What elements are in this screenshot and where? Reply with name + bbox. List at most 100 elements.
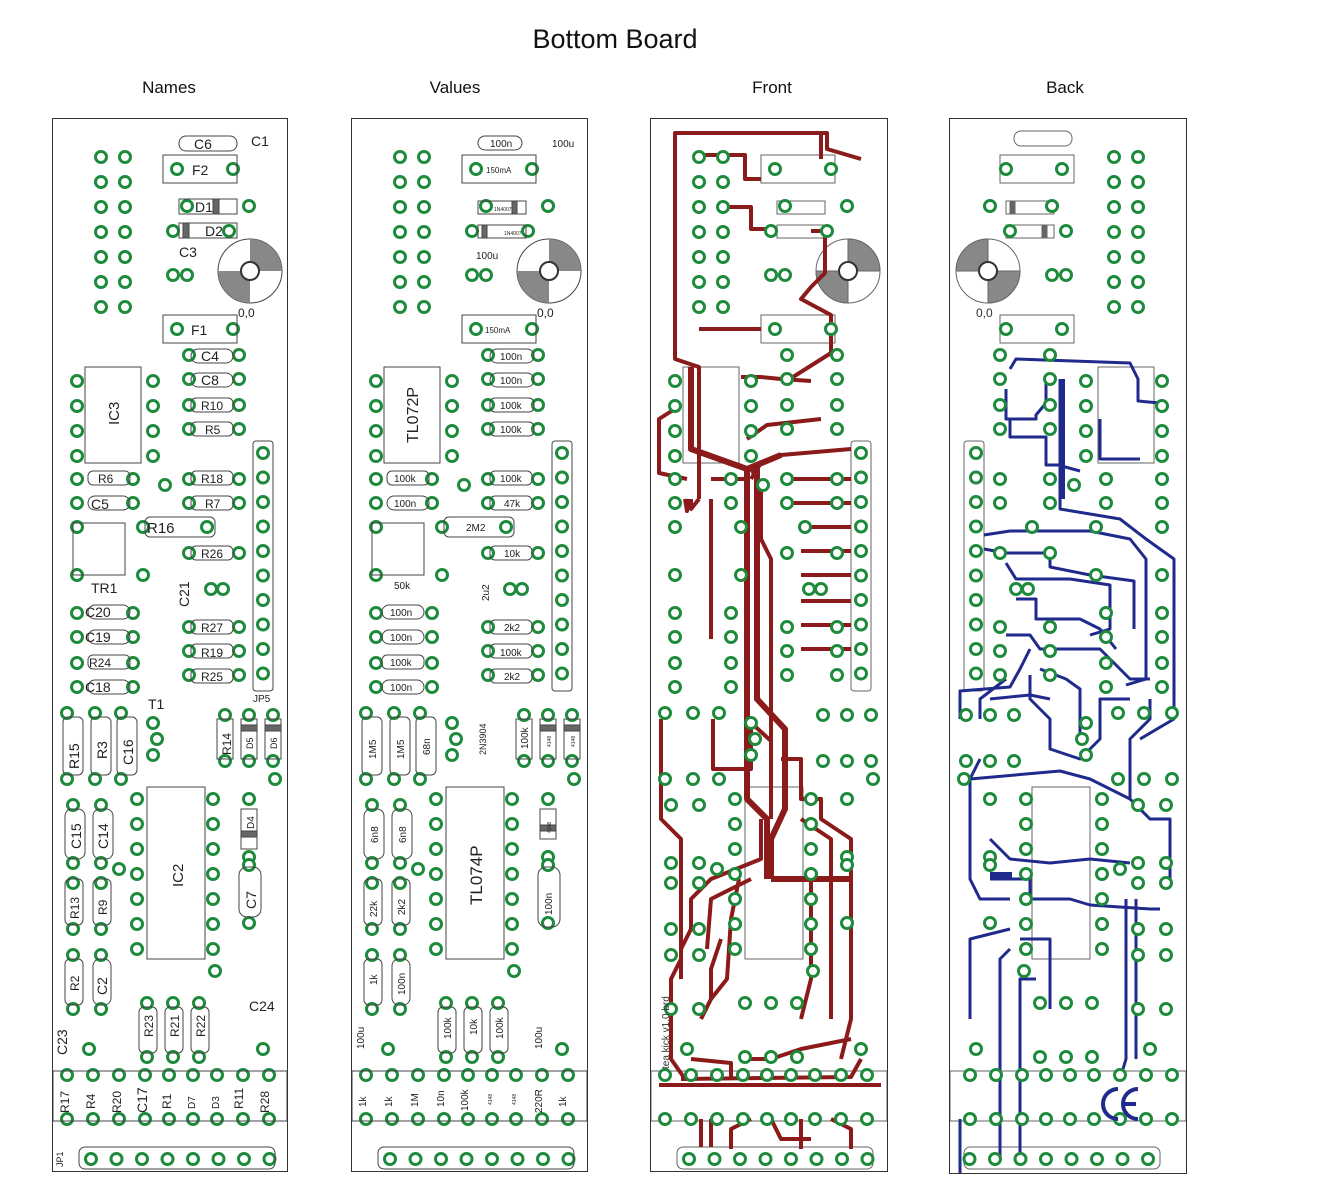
solder-pad xyxy=(724,630,738,644)
solder-pad xyxy=(457,478,471,492)
solder-pad xyxy=(94,250,108,264)
label-c23: C23 xyxy=(54,1029,70,1055)
solder-pad xyxy=(840,858,854,872)
value-r17: 1k xyxy=(358,1095,369,1107)
solder-pad xyxy=(555,495,569,509)
solder-pad xyxy=(66,856,80,870)
solder-pad xyxy=(1019,942,1033,956)
solder-pad xyxy=(1165,772,1179,786)
solder-pad xyxy=(417,300,431,314)
solder-pad xyxy=(668,520,682,534)
solder-pad xyxy=(232,422,246,436)
label-r11: R11 xyxy=(232,1088,246,1109)
solder-pad xyxy=(182,496,196,510)
solder-pad xyxy=(242,792,256,806)
solder-pad xyxy=(481,668,495,682)
solder-pad xyxy=(445,748,459,762)
solder-pad xyxy=(182,472,196,486)
solder-pad xyxy=(434,1152,448,1166)
solder-pad xyxy=(744,374,758,388)
solder-pad xyxy=(437,1112,451,1126)
solder-pad xyxy=(218,708,232,722)
solder-pad xyxy=(256,470,270,485)
solder-pad xyxy=(1079,449,1093,463)
solder-pad xyxy=(860,1068,874,1082)
solder-pad xyxy=(206,842,220,856)
solder-pad xyxy=(840,199,854,213)
solder-pad xyxy=(94,175,108,189)
solder-pad xyxy=(170,162,184,176)
solder-pad xyxy=(1159,922,1173,936)
solder-pad xyxy=(1090,1152,1104,1166)
solder-pad xyxy=(130,942,144,956)
label-f1: F1 xyxy=(191,322,208,338)
solder-pad xyxy=(969,446,983,460)
solder-pad xyxy=(465,1050,479,1064)
value-d7: 4148 xyxy=(488,1094,494,1105)
solder-pad xyxy=(182,644,196,658)
value-zero: 0,0 xyxy=(537,306,554,320)
solder-pad xyxy=(664,1002,678,1016)
solder-pad xyxy=(1131,300,1145,314)
solder-pad xyxy=(505,867,519,881)
solder-pad xyxy=(658,1112,672,1126)
label-c4: C4 xyxy=(201,348,219,364)
solder-pad xyxy=(969,568,983,583)
value-t1: 2N3904 xyxy=(478,723,488,755)
solder-pad xyxy=(1043,422,1057,436)
solder-pad xyxy=(531,398,545,412)
solder-pad xyxy=(993,398,1007,412)
solder-pad xyxy=(130,892,144,906)
solder-pad xyxy=(369,656,383,670)
solder-pad xyxy=(481,472,495,486)
solder-pad xyxy=(555,568,569,583)
solder-pad xyxy=(465,224,479,238)
solder-pad xyxy=(369,424,383,438)
solder-pad xyxy=(724,496,738,510)
value-c3: 100u xyxy=(476,251,498,262)
solder-pad xyxy=(435,520,449,534)
solder-pad xyxy=(481,496,495,510)
solder-pad xyxy=(1107,275,1121,289)
solder-pad xyxy=(1089,520,1103,534)
solder-pad xyxy=(1155,399,1169,413)
solder-pad xyxy=(232,668,246,682)
solder-pad xyxy=(138,1112,152,1126)
solder-pad xyxy=(94,948,108,962)
value-r7: 47k xyxy=(504,499,521,510)
solder-pad xyxy=(1043,496,1057,510)
solder-pad xyxy=(94,1002,108,1016)
solder-pad xyxy=(94,225,108,239)
solder-pad xyxy=(1131,250,1145,264)
solder-pad xyxy=(1111,772,1125,786)
solder-pad xyxy=(1019,817,1033,831)
solder-pad xyxy=(369,606,383,620)
value-c5: 100n xyxy=(394,499,416,510)
solder-pad xyxy=(1015,1112,1029,1126)
solder-pad xyxy=(114,706,128,720)
solder-pad xyxy=(738,996,752,1010)
solder-pad xyxy=(744,399,758,413)
solder-pad xyxy=(541,858,555,872)
solder-pad xyxy=(140,996,154,1010)
label-r9: R9 xyxy=(96,899,110,915)
solder-pad xyxy=(834,1068,848,1082)
solder-pad xyxy=(242,199,256,213)
solder-pad xyxy=(112,1112,126,1126)
solder-pad xyxy=(206,892,220,906)
solder-pad xyxy=(824,322,838,336)
value-r13: 22k xyxy=(369,900,380,917)
solder-pad xyxy=(692,225,706,239)
solder-pad xyxy=(266,708,280,722)
solder-pad xyxy=(1099,656,1113,670)
solder-pad xyxy=(369,680,383,694)
label-r17: R17 xyxy=(58,1091,72,1113)
solder-pad xyxy=(166,996,180,1010)
solder-pad xyxy=(118,225,132,239)
solder-pad xyxy=(88,772,102,786)
solder-pad xyxy=(668,630,682,644)
solder-pad xyxy=(180,268,194,282)
solder-pad xyxy=(1115,1152,1130,1166)
solder-pad xyxy=(112,1068,126,1082)
solder-pad xyxy=(969,519,983,534)
